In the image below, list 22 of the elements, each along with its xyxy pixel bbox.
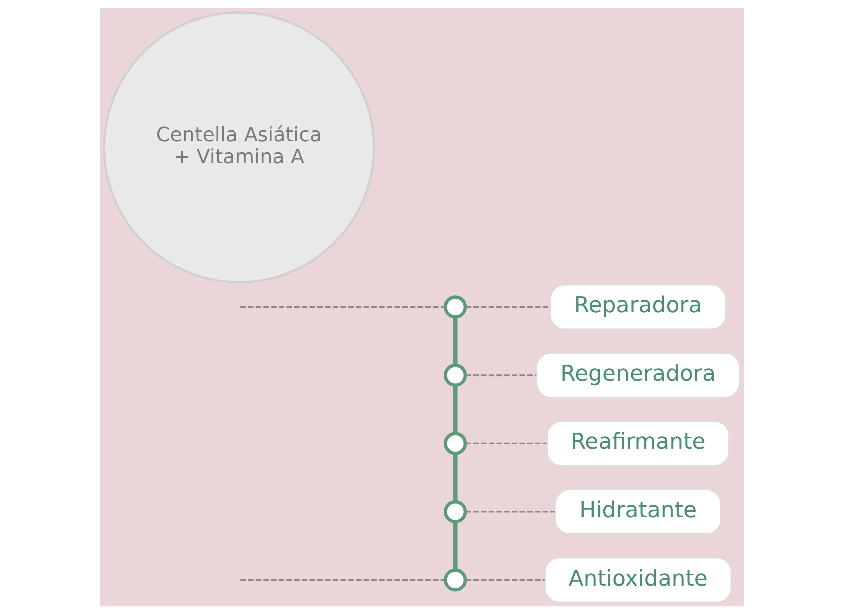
node-box: Hidratante <box>554 489 721 535</box>
node-circle <box>444 296 467 319</box>
connector <box>465 374 536 376</box>
connector <box>452 522 458 570</box>
node-circle <box>444 364 467 388</box>
node-circle: Centella Asiática + Vitamina A <box>102 12 375 284</box>
connector <box>240 579 446 582</box>
connector <box>452 385 458 434</box>
node-box: Regeneradora <box>536 352 740 398</box>
connector <box>465 579 544 582</box>
node-box: Reafirmante <box>546 421 730 466</box>
connector <box>240 306 446 308</box>
node-circle <box>444 568 467 592</box>
node-circle <box>444 432 467 456</box>
connector <box>465 511 555 513</box>
node-circle <box>444 500 467 524</box>
connector <box>452 454 458 502</box>
node-box: Reparadora <box>550 284 726 330</box>
connector <box>465 306 550 308</box>
connector <box>452 317 458 366</box>
connector <box>465 442 547 445</box>
node-box: Antioxidante <box>544 558 732 603</box>
